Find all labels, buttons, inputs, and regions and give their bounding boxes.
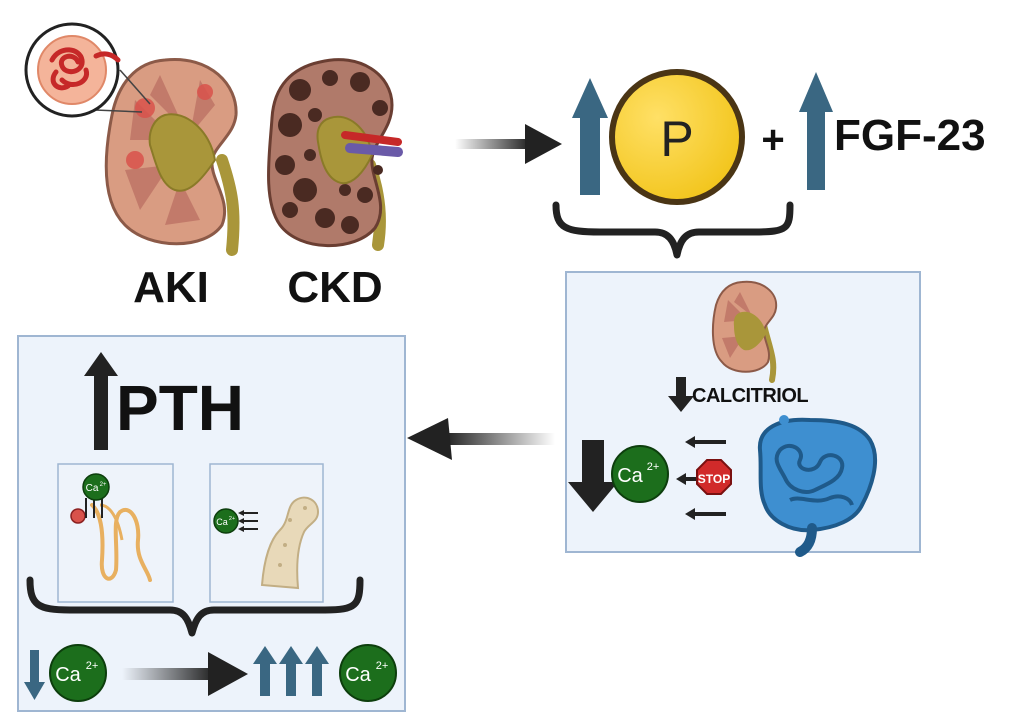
bone-femur-icon xyxy=(260,496,320,590)
fgf23-label: FGF-23 xyxy=(834,111,986,160)
absorption-arrows xyxy=(676,436,726,520)
calcium-label: Ca xyxy=(55,664,81,686)
serum-calcium-up-arrows xyxy=(253,646,329,696)
calcium-label: Ca xyxy=(86,483,99,494)
calcitriol-label: CALCITRIOL xyxy=(692,385,808,407)
bottom-brace xyxy=(26,576,364,637)
calcium-charge: 2+ xyxy=(86,660,99,672)
cystic-kidney-icon xyxy=(267,58,403,251)
phosphate-label: P xyxy=(660,111,693,167)
calcium-charge: 2+ xyxy=(229,516,235,522)
calcium-charge: 2+ xyxy=(100,482,107,488)
pth-label: PTH xyxy=(116,372,244,444)
arrow-to-phosphate xyxy=(455,124,562,164)
ckd-label: CKD xyxy=(287,263,382,312)
top-brace xyxy=(552,201,794,259)
calcium-charge: 2+ xyxy=(376,660,389,672)
intestine-icon xyxy=(757,415,878,557)
bone-calcium-arrows xyxy=(238,510,258,532)
calcitriol-down-arrow xyxy=(668,377,694,412)
calcium-ion-low: Ca 2+ xyxy=(49,644,107,702)
calcium-label: Ca xyxy=(617,465,643,487)
calcium-ion-right: Ca 2+ xyxy=(611,445,669,503)
arrow-to-calcium-rise xyxy=(122,652,248,696)
arrow-to-pth xyxy=(407,418,555,460)
calcium-ion-bone: Ca 2+ xyxy=(213,508,239,534)
calcium-ion-nephron: Ca 2+ xyxy=(82,473,110,501)
aki-kidney-icon xyxy=(104,57,240,256)
plus-sign: + xyxy=(761,118,784,162)
pth-up-arrow xyxy=(84,352,118,450)
stop-sign-icon: STOP xyxy=(696,459,732,495)
phosphate-ball: P xyxy=(609,69,745,205)
nephron-icon xyxy=(70,498,152,582)
small-kidney-icon xyxy=(711,280,778,383)
glomerulus-icon xyxy=(24,22,151,118)
calcium-label: Ca xyxy=(345,664,371,686)
phosphate-up-arrow xyxy=(572,78,608,195)
aki-label: AKI xyxy=(133,263,209,312)
calcium-ion-high: Ca 2+ xyxy=(339,644,397,702)
stop-label: STOP xyxy=(698,472,730,486)
calcium-down-arrow-large xyxy=(568,440,618,512)
fgf23-up-arrow xyxy=(799,72,833,190)
serum-calcium-down-arrow xyxy=(24,650,45,700)
calcium-charge: 2+ xyxy=(647,461,660,473)
calcium-label: Ca xyxy=(216,517,228,527)
